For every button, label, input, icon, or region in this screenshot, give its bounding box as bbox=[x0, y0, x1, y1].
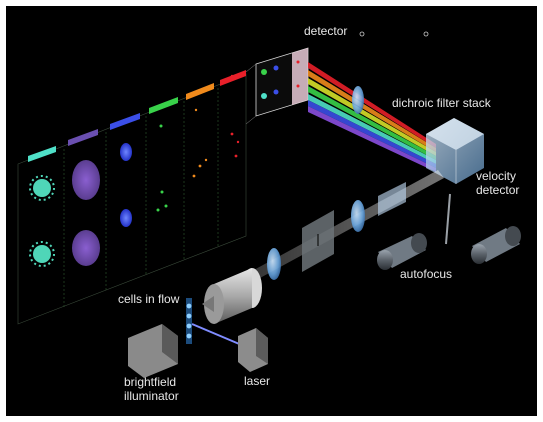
cell-cyan-1 bbox=[29, 175, 55, 201]
cell-blue-2 bbox=[120, 209, 132, 227]
cell-purple-1 bbox=[72, 160, 100, 200]
label-velocity: velocity bbox=[476, 169, 517, 183]
channel-bar-orange bbox=[186, 83, 214, 100]
brightfield-illuminator bbox=[128, 324, 178, 378]
cell-red-dots bbox=[230, 74, 240, 158]
label-brightfield: brightfield bbox=[124, 375, 177, 389]
channel-bar-blue bbox=[110, 113, 140, 130]
label-dichroic-filter-stack: dichroic filter stack bbox=[392, 96, 491, 110]
cell-orange-dots bbox=[192, 108, 208, 178]
lens-1 bbox=[267, 248, 281, 280]
detector-chip bbox=[245, 47, 309, 125]
lens-3 bbox=[378, 182, 406, 216]
cell-blue-1 bbox=[120, 143, 132, 161]
channel-bar-cyan bbox=[28, 146, 56, 162]
optics-diagram bbox=[17, 31, 521, 378]
channel-bar-green bbox=[149, 97, 178, 114]
cell-cyan-2 bbox=[29, 241, 55, 267]
diagram-canvas: detector dichroic filter stack velocity … bbox=[6, 6, 537, 416]
label-autofocus: autofocus bbox=[400, 267, 453, 281]
flow-cell-column bbox=[186, 298, 192, 344]
aperture-plate bbox=[302, 210, 334, 272]
label-cells-in-flow: cells in flow bbox=[118, 292, 180, 306]
label-illuminator: illuminator bbox=[124, 389, 179, 403]
label-detector: detector bbox=[304, 24, 348, 38]
channel-bar-red bbox=[220, 70, 246, 86]
velocity-detector-cylinder bbox=[471, 226, 521, 264]
top-dot-2 bbox=[423, 31, 429, 37]
dichroic-cube bbox=[426, 118, 484, 184]
label-velocity-detector: detector bbox=[476, 183, 520, 197]
lens-2 bbox=[351, 200, 365, 232]
objective-lens bbox=[202, 268, 262, 324]
label-laser: laser bbox=[244, 374, 271, 388]
cell-green-dots bbox=[156, 124, 168, 212]
top-dot-1 bbox=[359, 31, 365, 37]
pickoff-mirror bbox=[445, 193, 451, 245]
laser-beam bbox=[191, 323, 245, 347]
lens-detector bbox=[352, 86, 364, 114]
image-gallery-panel bbox=[17, 70, 247, 325]
autofocus-cylinder bbox=[377, 233, 427, 270]
laser-housing bbox=[238, 328, 268, 372]
cell-purple-2 bbox=[72, 230, 100, 266]
spectral-beams bbox=[308, 62, 436, 172]
channel-bar-purple bbox=[68, 129, 98, 146]
